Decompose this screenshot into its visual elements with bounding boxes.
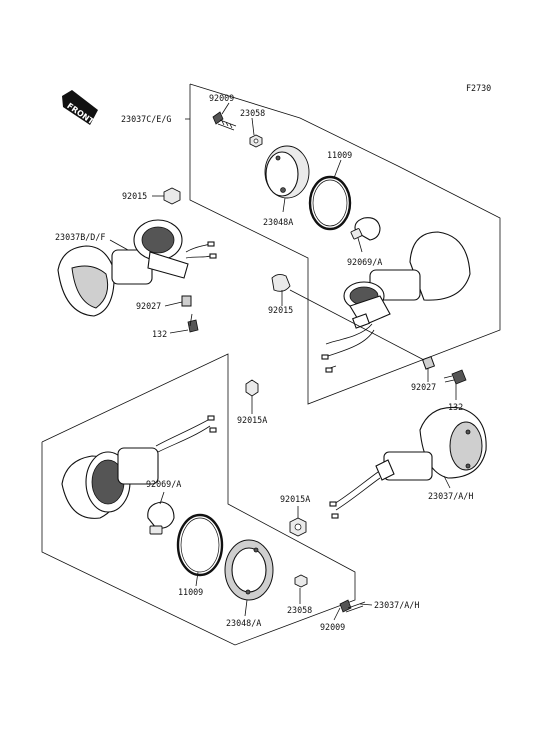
label-92069a-lower: 92069/A — [146, 479, 181, 489]
label-92027-left: 92027 — [136, 301, 161, 311]
nut-23058-lower — [294, 574, 308, 588]
nut-92015a-upper — [245, 379, 259, 397]
label-11009-top: 11009 — [327, 150, 352, 160]
lens-23048a-lower — [224, 539, 274, 601]
collar-92027-right — [421, 355, 436, 370]
label-92015a-upper: 92015A — [237, 415, 267, 425]
lower-group-frame — [41, 353, 356, 646]
bulb-92069a-top — [350, 217, 381, 241]
label-92009-top: 92009 — [209, 93, 234, 103]
label-92015-top: 92015 — [122, 191, 147, 201]
collar-92027-left — [181, 295, 192, 307]
label-23058-top: 23058 — [240, 108, 265, 118]
bolt-132-left — [187, 313, 199, 333]
label-92015a-lower: 92015A — [280, 494, 310, 504]
ring-11009-top — [308, 175, 352, 231]
label-23048a-top: 23048A — [263, 217, 293, 227]
label-23037bdf: 23037B/D/F — [55, 232, 105, 242]
label-92069a-top: 92069/A — [347, 257, 382, 267]
nut-92015a-lower — [289, 517, 307, 537]
leader-lines — [109, 102, 457, 621]
label-132-left: 132 — [152, 329, 167, 339]
bulb-92069a-lower — [147, 501, 175, 535]
nut-23058-top — [249, 134, 263, 148]
label-23037ah-lower: 23037/A/H — [374, 600, 419, 610]
front-arrow-icon: FRONT — [62, 90, 98, 126]
label-92009-lower: 92009 — [320, 622, 345, 632]
turn-signal-housing-right-top — [321, 231, 471, 373]
label-23037ah-right: 23037/A/H — [428, 491, 473, 501]
label-132-right: 132 — [448, 402, 463, 412]
label-92027-right: 92027 — [411, 382, 436, 392]
figure-code: F2730 — [466, 83, 491, 93]
lens-23048a-top — [264, 145, 310, 199]
nut-92015-mid — [271, 273, 291, 292]
label-92015-mid: 92015 — [268, 305, 293, 315]
turn-signal-housing-right-lower — [329, 406, 487, 519]
turn-signal-housing-left-lower — [61, 415, 217, 519]
ring-11009-lower — [176, 513, 224, 577]
upper-group-frame — [189, 83, 501, 405]
screw-92009-top — [212, 111, 237, 131]
turn-signal-housing-left-top — [57, 187, 217, 317]
label-11009-lower: 11009 — [178, 587, 203, 597]
bolt-132-right — [443, 369, 467, 385]
label-23058-lower: 23058 — [287, 605, 312, 615]
screw-92009-lower — [339, 599, 366, 613]
label-23048a-lower: 23048/A — [226, 618, 261, 628]
label-23037ceg: 23037C/E/G — [121, 114, 171, 124]
